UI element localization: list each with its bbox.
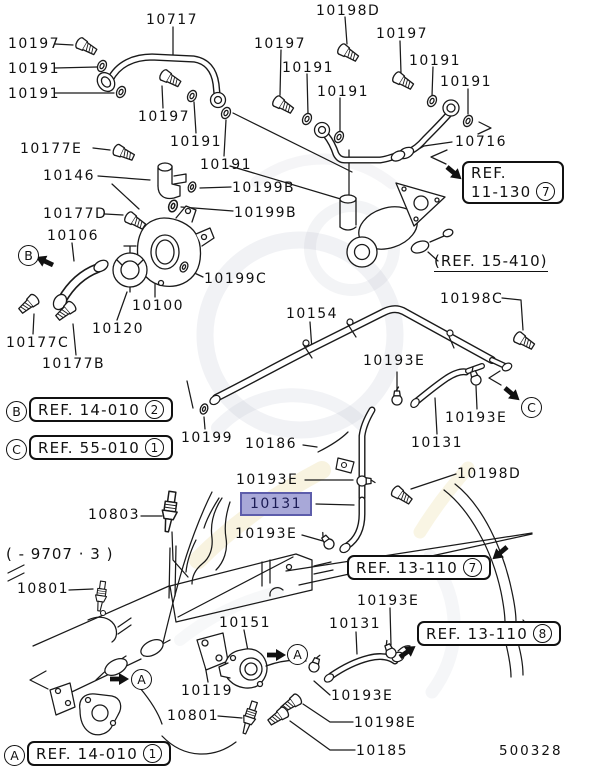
circled-letter-b: B bbox=[18, 245, 39, 266]
ref-text: REF. 13-110 bbox=[356, 558, 458, 577]
part-label: 10100 bbox=[132, 298, 185, 314]
part-label: 10193E bbox=[235, 526, 298, 542]
ref-text: REF. 14-010 bbox=[36, 744, 138, 763]
part-label: 10177E bbox=[20, 141, 83, 157]
part-label: 10198D bbox=[457, 466, 522, 482]
part-label: 10191 bbox=[409, 53, 462, 69]
part-label: 10177B bbox=[42, 356, 106, 372]
part-label: 10193E bbox=[236, 472, 299, 488]
ref-text: 11-130 bbox=[471, 182, 532, 201]
circled-letter-a: A bbox=[131, 669, 152, 690]
part-label: 10185 bbox=[356, 743, 409, 759]
part-label: 10120 bbox=[92, 321, 145, 337]
part-label: 10177C bbox=[6, 335, 70, 351]
circled-letter-b: B bbox=[6, 401, 27, 422]
part-label: 10191 bbox=[8, 86, 61, 102]
part-label: 10106 bbox=[47, 228, 100, 244]
pipe-10186-and-hose-10131 bbox=[317, 406, 376, 554]
part-label: 10716 bbox=[455, 134, 508, 150]
part-label: 10803 bbox=[88, 507, 141, 523]
part-label: 10151 bbox=[219, 615, 272, 631]
ref-text: REF. 55-010 bbox=[38, 438, 140, 457]
part-label: 10198D bbox=[316, 3, 381, 19]
hose-10131-bottom bbox=[323, 645, 411, 683]
part-label: 10191 bbox=[8, 61, 61, 77]
part-label-highlighted[interactable]: 10131 bbox=[240, 492, 313, 516]
hose-10131-mid bbox=[410, 363, 485, 409]
ref-sheet-number: 1 bbox=[142, 744, 162, 763]
part-label: 10177D bbox=[43, 206, 108, 222]
part-label: 10199B bbox=[234, 205, 298, 221]
part-label: 10717 bbox=[146, 12, 199, 28]
thermostat-10120 bbox=[112, 245, 148, 293]
circled-letter-a: A bbox=[287, 644, 308, 665]
ref-text: REF. bbox=[471, 164, 507, 182]
pipe-10154 bbox=[209, 305, 513, 406]
part-label: 10199 bbox=[181, 430, 234, 446]
engine-block-sketch bbox=[49, 491, 334, 755]
circled-letter-c: C bbox=[521, 397, 542, 418]
plain-ref-text: ( - 9707 · 3 ) bbox=[6, 545, 114, 563]
leader-lines bbox=[7, 16, 533, 751]
part-label: 10146 bbox=[43, 168, 96, 184]
part-label: 10197 bbox=[254, 36, 307, 52]
ref-sheet-number: 8 bbox=[532, 624, 552, 643]
part-label: 10801 bbox=[167, 708, 220, 724]
ref-sheet-number: 7 bbox=[536, 182, 556, 201]
circled-letter-a: A bbox=[4, 745, 25, 766]
part-label: 10186 bbox=[245, 436, 298, 452]
part-label: 10131 bbox=[329, 616, 382, 632]
inlet-pipe-10106 bbox=[52, 259, 109, 311]
ref-sheet-number: 1 bbox=[144, 438, 164, 457]
part-label: 10191 bbox=[200, 157, 253, 173]
part-label: 10191 bbox=[440, 74, 493, 90]
part-label: 10191 bbox=[282, 60, 335, 76]
thermostat-case-10151 bbox=[218, 648, 307, 689]
circled-letter-c: C bbox=[6, 439, 27, 460]
ref-text: REF. 14-010 bbox=[38, 400, 140, 419]
part-label: 10198C bbox=[440, 291, 504, 307]
part-label: 10197 bbox=[376, 26, 429, 42]
water-inlet-fitting-10146 bbox=[157, 162, 187, 200]
sensor-10801-upper bbox=[92, 580, 110, 613]
part-label: 10193E bbox=[331, 688, 394, 704]
pipe-10716 bbox=[313, 99, 460, 164]
part-label: 10197 bbox=[8, 36, 61, 52]
water-temp-sensor-10803 bbox=[158, 489, 181, 534]
plain-ref-text: (REF. 15-410) bbox=[434, 252, 548, 272]
part-label: 10199B bbox=[232, 180, 296, 196]
pipe-10717 bbox=[96, 53, 227, 109]
part-label: 10191 bbox=[317, 84, 370, 100]
part-label: 10197 bbox=[138, 109, 191, 125]
diagram-code: 500328 bbox=[499, 743, 563, 759]
part-label: 10199C bbox=[204, 271, 268, 287]
part-label: 10198E bbox=[354, 715, 417, 731]
part-label: 10801 bbox=[17, 581, 70, 597]
part-label: 10131 bbox=[411, 435, 464, 451]
watermark-ornament bbox=[174, 153, 475, 699]
part-label: 10191 bbox=[170, 134, 223, 150]
part-label: 10119 bbox=[181, 683, 234, 699]
part-label: 10193E bbox=[357, 593, 420, 609]
part-label: 10193E bbox=[363, 353, 426, 369]
part-label: 10193E bbox=[445, 410, 508, 426]
oring-set bbox=[99, 180, 210, 617]
turbocharger-drawing bbox=[339, 182, 454, 268]
water-outlet-housing-10100 bbox=[136, 205, 215, 288]
part-label: 10154 bbox=[286, 306, 339, 322]
ref-text: REF. 13-110 bbox=[426, 624, 528, 643]
ref-sheet-number: 7 bbox=[462, 558, 482, 577]
ref-sheet-number: 2 bbox=[144, 400, 164, 419]
